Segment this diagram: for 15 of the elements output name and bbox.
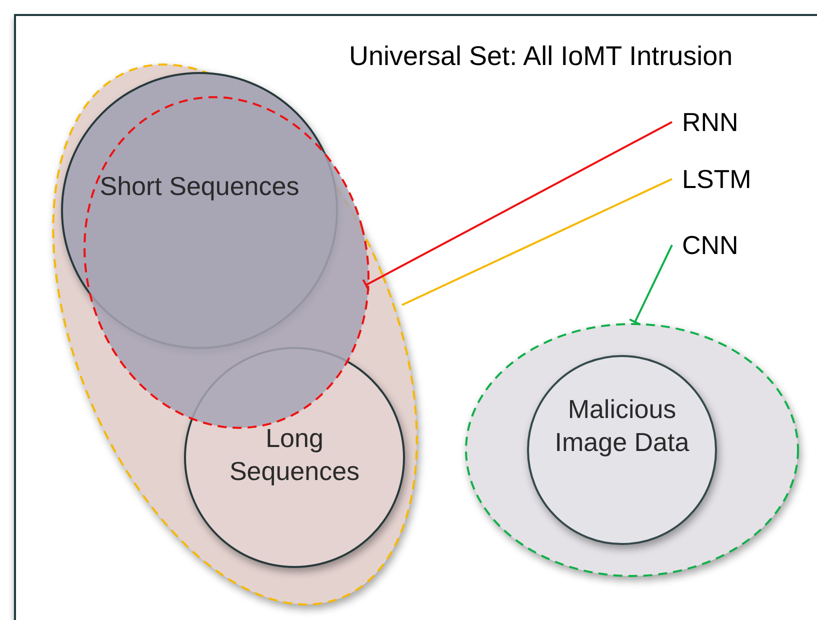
universal-set-frame — [14, 14, 817, 620]
region-label: Short Sequences — [98, 170, 300, 202]
connector-line — [402, 178, 672, 306]
dashed-ellipse-region — [465, 323, 799, 577]
dashed-ellipse-region — [84, 97, 369, 428]
set-title: Universal Set: All IoMT Intrusion — [349, 40, 733, 73]
region-label: Malicious Image Data — [554, 393, 690, 458]
region-label: Long Sequences — [228, 422, 361, 487]
model-label: LSTM — [682, 163, 752, 196]
connector-line — [628, 244, 673, 326]
model-label: RNN — [682, 106, 738, 138]
connector-line — [362, 121, 672, 292]
dashed-ellipse-region — [52, 64, 418, 605]
model-label: CNN — [682, 229, 738, 262]
circle-region — [527, 355, 717, 545]
